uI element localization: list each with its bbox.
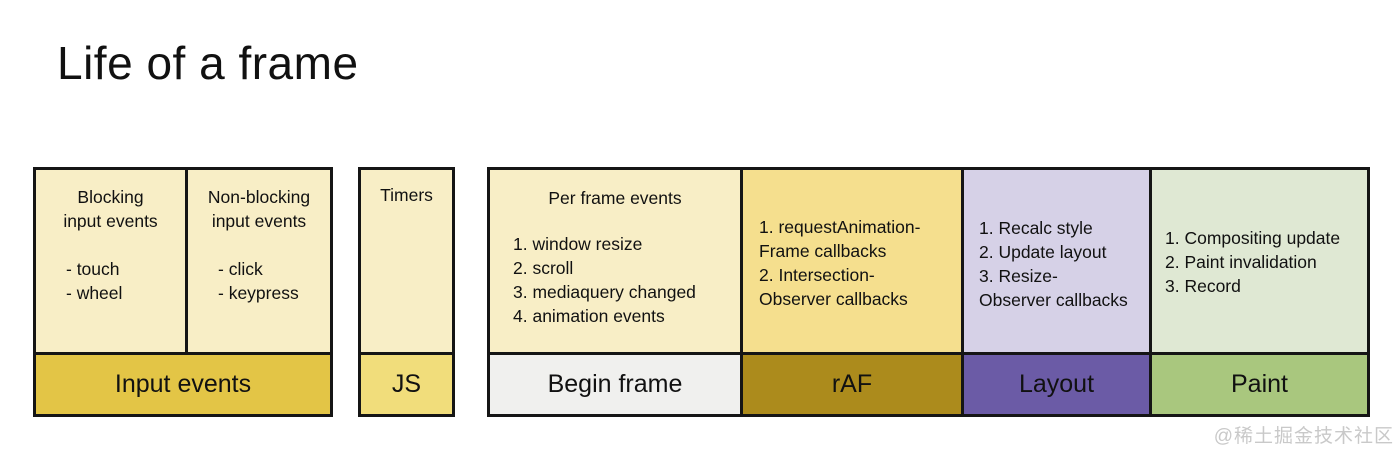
watermark: @稀土掘金技术社区: [1213, 426, 1394, 447]
timers-cell: Timers: [361, 170, 452, 352]
label-input-events: Input events: [36, 352, 330, 414]
per-frame-events-title: Per frame events: [548, 188, 682, 208]
label-begin-frame: Begin frame: [490, 352, 740, 414]
blocking-items: - touch- wheel: [66, 259, 123, 303]
label-js: JS: [361, 352, 452, 414]
page-title: Life of a frame: [57, 37, 359, 89]
label-paint: Paint: [1152, 352, 1367, 414]
nonblocking-items: - click- keypress: [218, 259, 299, 303]
label-raf: rAF: [743, 352, 961, 414]
label-layout: Layout: [964, 352, 1149, 414]
section-js: Timers JS: [358, 167, 455, 417]
